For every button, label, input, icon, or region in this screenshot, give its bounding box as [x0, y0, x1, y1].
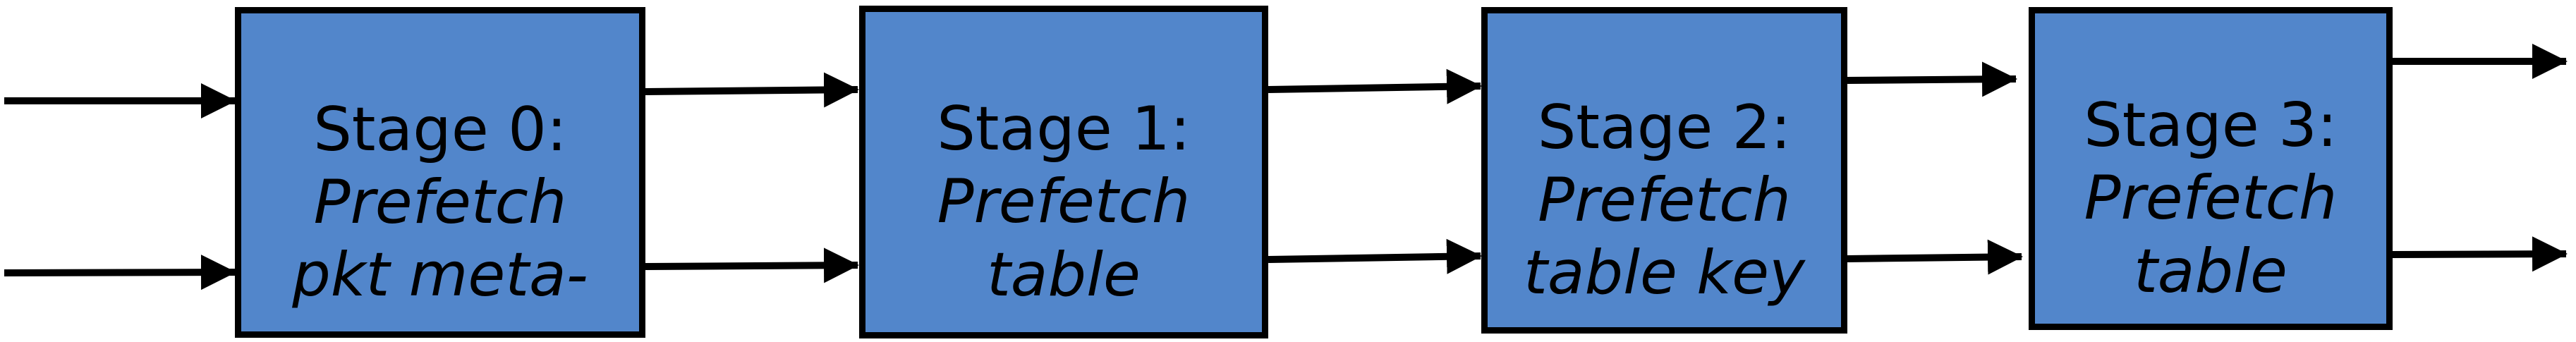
stage-1-title: Stage 1:: [937, 94, 1191, 165]
stage-3-detail: Prefetch: [2084, 163, 2338, 234]
stage-2-detail: table key: [1524, 238, 1805, 309]
stage-2-title: Stage 2:: [1537, 92, 1792, 163]
arrow-s0-s1-bottom-icon: [645, 248, 859, 283]
stage-1-label: Stage 1: Prefetch table: [937, 93, 1191, 312]
stage-0-detail: pkt meta-: [292, 240, 588, 311]
stage-box-2: Stage 2: Prefetch table key: [1481, 7, 1847, 334]
stage-2-detail: Prefetch: [1538, 164, 1791, 236]
stage-1-detail: Prefetch: [937, 166, 1191, 238]
arrow-s0-s1-top-icon: [645, 72, 859, 108]
arrow-s1-s2-top-icon: [1268, 68, 1482, 104]
stage-box-1: Stage 1: Prefetch table: [859, 6, 1268, 338]
stage-1-detail: table: [987, 239, 1141, 310]
arrow-s1-s2-bottom-icon: [1268, 238, 1482, 274]
stage-0-detail: Prefetch: [313, 166, 567, 238]
stage-3-detail: table: [2134, 236, 2288, 307]
stage-3-label: Stage 3: Prefetch table: [2084, 90, 2338, 308]
arrow-output-bottom-icon: [2392, 236, 2568, 272]
stage-0-label: Stage 0: Prefetch pkt meta-: [292, 94, 588, 312]
stage-0-title: Stage 0:: [313, 94, 567, 165]
stage-box-0: Stage 0: Prefetch pkt meta-: [235, 7, 645, 338]
arrow-input-bottom-icon: [4, 255, 236, 291]
stage-2-label: Stage 2: Prefetch table key: [1524, 92, 1805, 310]
arrow-s2-s3-bottom-icon: [1847, 239, 2023, 275]
stage-box-3: Stage 3: Prefetch table: [2029, 7, 2393, 330]
arrow-s2-s3-top-icon: [1847, 61, 2017, 97]
stage-3-title: Stage 3:: [2084, 90, 2338, 161]
